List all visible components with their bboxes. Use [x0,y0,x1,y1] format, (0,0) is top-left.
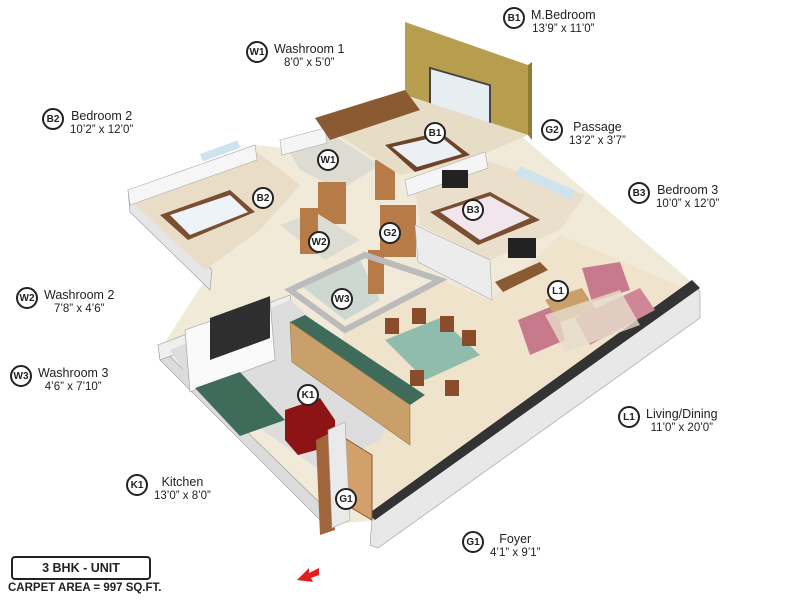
room-size: 10’0” x 12’0” [656,198,720,210]
room-size: 13’0” x 8’0” [154,490,211,502]
dining-table [385,318,480,380]
bedroom2-bed [170,195,248,235]
room-size: 4’1” x 9’1” [490,547,541,559]
room-name: Bedroom 2 [71,109,133,123]
room-size: 8’0” x 5’0” [283,57,335,69]
carpet-area-text: CARPET AREA = 997 SQ.FT. [8,582,162,594]
inner-wall-wash3 [284,251,448,334]
room-name: Foyer [499,532,532,546]
room-name: Living/Dining [646,407,718,421]
room-name: Washroom 3 [38,366,109,380]
bedroom2-window [199,140,241,162]
legend-badge: B3 [628,182,650,204]
living-rug [545,290,640,352]
legend-badge: L1 [618,406,640,428]
room-size: 13’9” x 11’0” [532,23,595,35]
inner-wall-b3 [414,224,493,301]
legend-badge: G1 [462,531,484,553]
washroom1-door2 [375,160,395,200]
washroom1-wall [279,127,328,156]
room-name: Passage [573,120,622,134]
room-name: Bedroom 3 [657,183,719,197]
room-name: Washroom 2 [44,288,115,302]
tag-l1: L1 [547,280,569,302]
room-name: Washroom 1 [274,42,345,56]
kitchen-counter-top [290,315,425,405]
legend-badge: W3 [10,365,32,387]
bedroom2-back-wall [127,144,258,206]
kitchen-window [210,296,270,360]
legend-badge: W2 [16,287,38,309]
living-tv-unit [495,262,548,292]
mbedroom-wardrobe [315,90,420,140]
room-name: M.Bedroom [531,8,596,22]
dining-chairs [385,308,476,396]
unit-type-box: 3 BHK - UNIT [11,556,151,580]
room-size: 11’0” x 20’0” [650,422,713,434]
room-name: Kitchen [161,475,204,489]
entry-arrow-icon [297,568,319,582]
tag-k1: K1 [297,384,319,406]
bedroom3-tv [442,170,468,188]
tag-b3: B3 [462,199,484,221]
tag-w3: W3 [331,288,353,310]
kitchen-cabinets [289,321,411,446]
room-size: 7’8” x 4’6” [53,303,105,315]
tag-w2: W2 [308,231,330,253]
mbedroom-side-wall [528,62,532,140]
legend-badge: G2 [541,119,563,141]
legend-badge: B2 [42,108,64,130]
tag-w1: W1 [317,149,339,171]
tag-b2: B2 [252,187,274,209]
legend-badge: K1 [126,474,148,496]
mbedroom-bed [392,136,462,167]
bedroom3-window [515,166,575,200]
living-tv [508,238,536,258]
room-size: 4’6” x 7’10” [44,381,102,393]
tag-g1: G1 [335,488,357,510]
tag-b1: B1 [424,122,446,144]
tag-g2: G2 [379,222,401,244]
legend-badge: B1 [503,7,525,29]
kitchen-utility-counter [195,372,285,436]
outer-wall-right-top [368,280,700,520]
room-size: 13’2” x 3’7” [569,135,626,147]
room-size: 10’2” x 12’0” [70,124,134,136]
legend-badge: W1 [246,41,268,63]
